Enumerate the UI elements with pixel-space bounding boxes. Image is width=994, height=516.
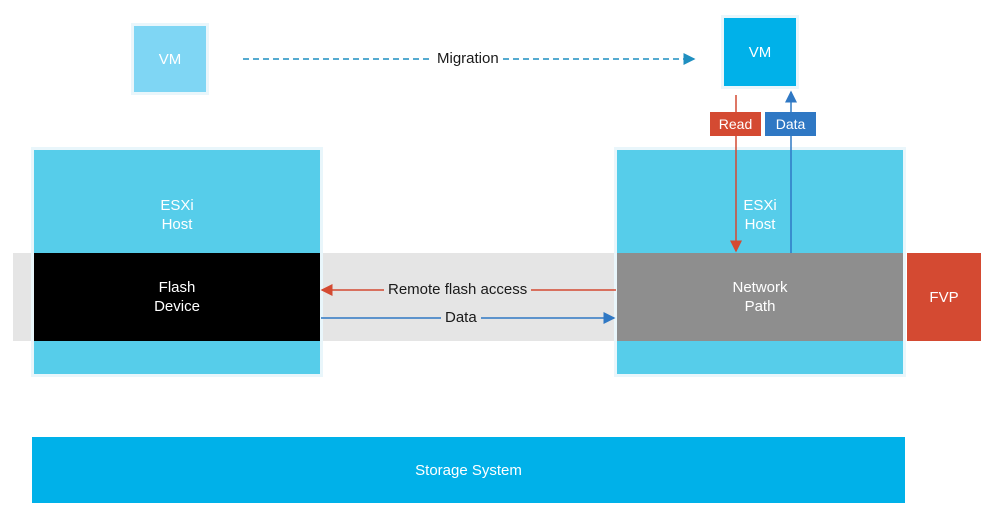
read-tag: Read <box>710 112 761 136</box>
fvp-label: FVP <box>929 288 959 306</box>
migration-label: Migration <box>433 50 503 68</box>
flash-device-line1: Flash <box>158 279 196 296</box>
remote-flash-label: Remote flash access <box>384 281 532 299</box>
storage-system[interactable]: Storage System <box>32 437 905 503</box>
vm-target[interactable]: VM <box>721 15 799 89</box>
vm-target-label: VM <box>748 43 772 61</box>
flash-device[interactable]: Flash Device <box>34 253 320 341</box>
vm-source[interactable]: VM <box>131 23 209 95</box>
esxi-host-left-line2: Host <box>161 216 193 233</box>
esxi-host-left-label: ESXi Host <box>34 193 320 237</box>
esxi-host-right-line1: ESXi <box>743 197 777 214</box>
esxi-host-left-line1: ESXi <box>160 197 194 214</box>
fvp-box[interactable]: FVP <box>907 253 981 341</box>
network-path-line1: Network <box>732 279 788 296</box>
esxi-host-right-line2: Host <box>744 216 776 233</box>
esxi-host-right-label: ESXi Host <box>617 193 903 237</box>
vm-source-label: VM <box>158 50 182 68</box>
network-path[interactable]: Network Path <box>617 253 903 341</box>
storage-system-label: Storage System <box>415 461 522 479</box>
data-tag: Data <box>765 112 816 136</box>
network-path-line2: Path <box>744 298 776 315</box>
data-transfer-label: Data <box>441 309 481 327</box>
flash-device-line2: Device <box>154 298 200 315</box>
